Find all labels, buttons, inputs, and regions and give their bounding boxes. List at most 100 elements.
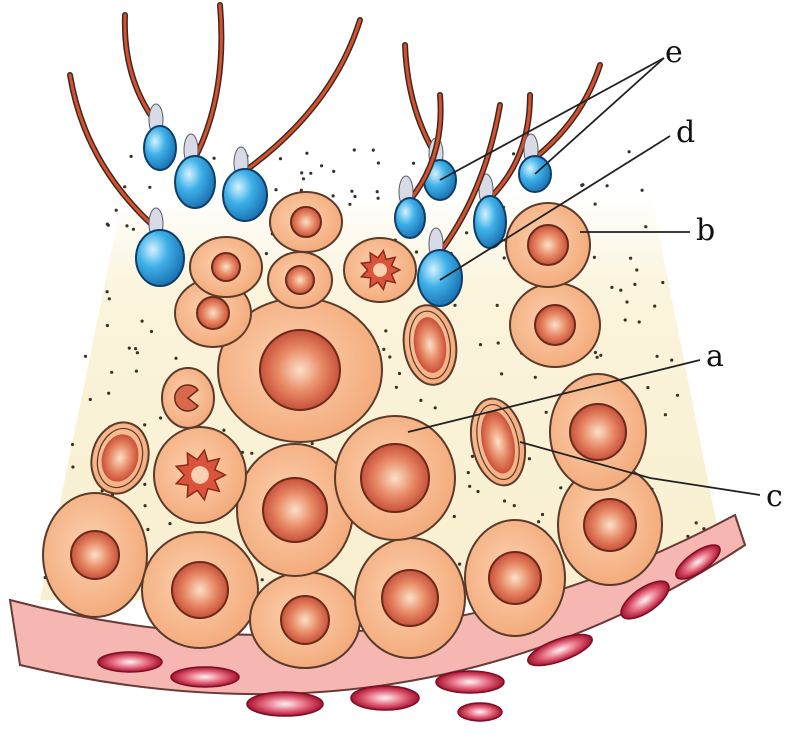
- stipple-dot: [661, 281, 664, 284]
- germ-cell: [506, 203, 590, 287]
- stipple-dot: [265, 252, 268, 255]
- stipple-dot: [635, 268, 638, 271]
- stipple-dot: [633, 283, 636, 286]
- stipple-dot: [465, 231, 468, 234]
- stipple-dot: [541, 513, 544, 516]
- label-c: c: [766, 479, 783, 514]
- stipple-dot: [377, 197, 380, 200]
- stipple-dot: [382, 348, 385, 351]
- nucleus: [212, 253, 240, 281]
- stipple-dot: [107, 392, 110, 395]
- stipple-dot: [537, 520, 540, 523]
- stipple-dot: [528, 457, 531, 460]
- stipple-dot: [644, 225, 647, 228]
- stipple-dot: [467, 471, 470, 474]
- stipple-dot: [150, 330, 153, 333]
- nucleus: [263, 478, 327, 542]
- germ-cell: [43, 493, 147, 617]
- stipple-dot: [376, 190, 379, 193]
- stipple-dot: [656, 355, 659, 358]
- stipple-dot: [593, 256, 596, 259]
- stipple-dot: [123, 185, 126, 188]
- nucleus: [584, 499, 636, 551]
- stipple-dot: [213, 157, 216, 160]
- stipple-dot: [628, 150, 631, 153]
- stipple-dot: [106, 324, 109, 327]
- capillary: [171, 667, 239, 687]
- stipple-dot: [222, 429, 225, 432]
- stipple-dot: [599, 354, 602, 357]
- nucleus: [382, 570, 438, 626]
- stipple-dot: [261, 578, 264, 581]
- nucleus: [291, 207, 321, 237]
- stipple-dot: [302, 177, 305, 180]
- stipple-dot: [468, 485, 471, 488]
- stipple-dot: [434, 406, 437, 409]
- stipple-dot: [353, 195, 356, 198]
- nucleus: [197, 297, 229, 329]
- nucleus: [281, 596, 329, 644]
- capillary: [436, 671, 504, 693]
- stipple-dot: [135, 370, 138, 373]
- stipple-dot: [559, 486, 562, 489]
- stipple-dot: [132, 228, 135, 231]
- germ-cell: [465, 520, 565, 636]
- stipple-dot: [513, 504, 516, 507]
- stipple-dot: [348, 203, 351, 206]
- stipple-dot: [419, 399, 422, 402]
- stipple-dot: [146, 528, 149, 531]
- sperm-head: [144, 126, 176, 170]
- nucleus: [535, 305, 575, 345]
- stipple-dot: [168, 522, 171, 525]
- stipple-dot: [458, 563, 461, 566]
- stipple-dot: [143, 423, 146, 426]
- stipple-dot: [512, 152, 515, 155]
- nucleus: [570, 404, 626, 460]
- nucleus-center: [373, 263, 387, 277]
- stipple-dot: [309, 172, 312, 175]
- nucleus: [260, 330, 340, 410]
- stipple-dot: [610, 286, 613, 289]
- stipple-dot: [545, 411, 548, 414]
- stipple-dot: [497, 341, 500, 344]
- capillary: [247, 692, 323, 716]
- sperm-head: [175, 156, 215, 208]
- stipple-dot: [106, 290, 109, 293]
- stipple-dot: [619, 289, 622, 292]
- stipple-dot: [377, 161, 380, 164]
- label-d: d: [676, 115, 695, 150]
- stipple-dot: [453, 515, 456, 518]
- flagellum: [245, 20, 360, 171]
- nucleus-center: [191, 466, 209, 484]
- stipple-dot: [372, 149, 375, 152]
- nucleus: [286, 266, 314, 294]
- stipple-dot: [115, 209, 118, 212]
- germ-cell: [355, 538, 465, 658]
- stipple-dot: [108, 297, 111, 300]
- sperm-head: [136, 230, 184, 286]
- spermatozoon-icon: [223, 20, 360, 221]
- germ-cell: [270, 192, 342, 252]
- dividing-cell: [154, 427, 246, 523]
- nucleus: [172, 562, 228, 618]
- stipple-dot: [695, 521, 698, 524]
- stipple-dot: [89, 398, 92, 401]
- stipple-dot: [496, 304, 499, 307]
- label-a: a: [706, 339, 724, 374]
- stipple-dot: [653, 305, 656, 308]
- stipple-dot: [125, 224, 128, 227]
- stipple-dot: [625, 300, 628, 303]
- stipple-dot: [479, 343, 482, 346]
- stipple-dot: [353, 148, 356, 151]
- stipple-dot: [136, 351, 139, 354]
- stipple-dot: [143, 483, 146, 486]
- stipple-dot: [144, 504, 147, 507]
- stipple-dot: [141, 320, 144, 323]
- stipple-dot: [395, 386, 398, 389]
- spermatozoon-icon: [405, 45, 456, 200]
- stipple-dot: [71, 443, 74, 446]
- capillary: [98, 652, 162, 672]
- stipple-dot: [641, 189, 644, 192]
- stipple-dot: [174, 357, 177, 360]
